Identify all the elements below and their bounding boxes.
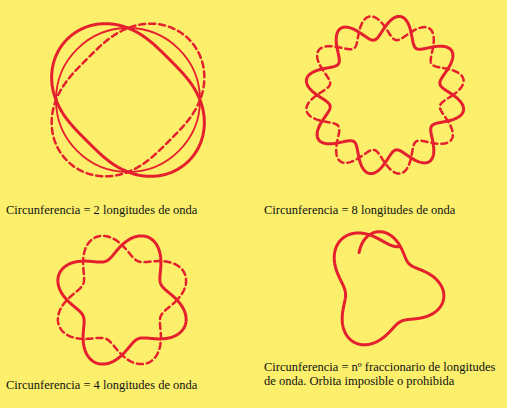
reference-circle xyxy=(56,28,200,172)
standing-wave xyxy=(58,236,186,364)
caption-text: Circunferencia = nº fraccionario de long… xyxy=(264,360,502,388)
standing-wave-dashed xyxy=(306,16,463,173)
standing-wave xyxy=(52,24,205,177)
caption-text: Circunferencia = 4 longitudes de onda xyxy=(6,378,256,392)
caption-text: Circunferencia = 8 longitudes de onda xyxy=(264,203,504,217)
standing-wave xyxy=(306,16,463,173)
standing-wave-dashed xyxy=(58,236,186,364)
standing-wave-dashed xyxy=(52,24,205,177)
forbidden-orbit-wave xyxy=(334,232,444,345)
caption-text: Circunferencia = 2 longitudes de onda xyxy=(6,203,256,217)
